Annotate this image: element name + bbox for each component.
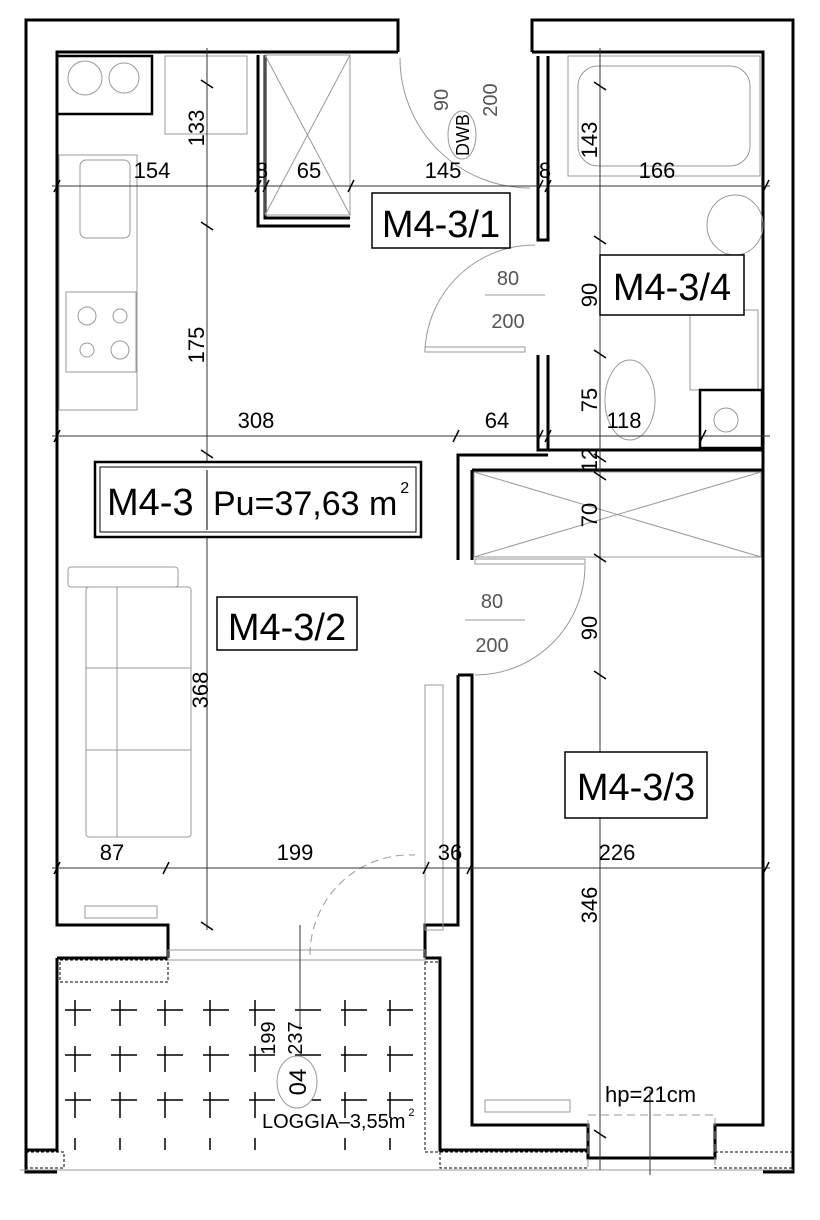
hall-wardrobe-wall — [456, 448, 763, 560]
loggia-walls — [26, 675, 588, 1152]
wardrobe-cross — [264, 54, 351, 216]
kitchen-counter — [58, 154, 138, 411]
apartment-id: M4-3 — [107, 482, 194, 524]
door-leaf-2 — [474, 558, 586, 565]
dim-text: 346 — [577, 887, 602, 924]
hall-wardrobe — [473, 471, 762, 558]
dim-text: 87 — [100, 840, 124, 865]
room-label-m4-3-1: M4-3/1 — [371, 192, 511, 249]
entry-door-label: 90 200 DWB — [431, 83, 502, 160]
dim-text: 175 — [184, 327, 209, 364]
window-width: 199 — [258, 1021, 280, 1054]
radiator-living — [84, 905, 158, 919]
apartment-area-superscript: 2 — [400, 480, 409, 497]
door-label-2: 80 200 — [465, 591, 525, 657]
dim-text: 90 — [577, 283, 602, 307]
dim-text: 64 — [485, 408, 509, 433]
loggia-insulation-right — [424, 961, 440, 1153]
loggia-area-label: LOGGIA–3,55m 2 — [262, 1107, 415, 1133]
wardrobe — [264, 54, 351, 216]
dim-text: 36 — [438, 840, 462, 865]
door-swing-1 — [424, 244, 536, 351]
room-label-m4-3-3: M4-3/3 — [564, 751, 708, 819]
balcony-door-swing — [309, 854, 416, 956]
door-height: 200 — [480, 83, 502, 116]
door-width: 80 — [497, 268, 519, 290]
window-living — [167, 949, 426, 961]
dim-text: 145 — [425, 158, 462, 183]
inner-wall-left — [55, 50, 398, 958]
apartment-area: Pu=37,63 m — [213, 485, 397, 523]
room-label-m4-3-2: M4-3/2 — [216, 596, 358, 651]
dim-text: 154 — [134, 158, 171, 183]
bath-cabinet — [689, 309, 759, 391]
sill-height-label: hp=21cm — [605, 1082, 696, 1107]
dim-text: 199 — [277, 840, 314, 865]
loggia-area-superscript: 2 — [408, 1107, 414, 1119]
outer-wall — [24, 18, 795, 1174]
room-name: M4-3/4 — [613, 267, 731, 309]
radiator-bedroom — [484, 1099, 571, 1113]
inner-wall-right — [458, 50, 765, 1160]
tv-cabinet — [424, 684, 444, 931]
door-width: 90 — [431, 89, 453, 111]
bathtub — [567, 55, 761, 177]
dim-text: 8 — [539, 158, 551, 183]
dim-text: 65 — [297, 158, 321, 183]
shaft — [698, 388, 764, 450]
door-swing-2 — [474, 564, 586, 676]
toilet — [604, 359, 656, 441]
boiler — [55, 54, 154, 116]
door-height: 200 — [475, 635, 508, 657]
facade-insulation-right — [714, 1151, 794, 1169]
room-label-m4-3-4: M4-3/4 — [599, 254, 745, 316]
dim-text: 12 — [577, 448, 602, 472]
dimensions-row-1: 154 8 65 145 8 166 — [134, 158, 676, 183]
room-name: M4-3/3 — [577, 767, 695, 809]
dimensions-row-2: 308 64 118 — [238, 408, 642, 433]
loggia-area: LOGGIA–3,55m — [262, 1111, 405, 1133]
room-name: M4-3/2 — [228, 607, 346, 649]
entry-door-swing — [399, 57, 531, 189]
window-height: 237 — [285, 1021, 307, 1054]
facade-insulation — [439, 1151, 589, 1169]
dim-text: 368 — [188, 672, 213, 709]
door-leaf-1 — [424, 346, 526, 353]
window-bedroom — [587, 1114, 716, 1171]
dim-text: 308 — [238, 408, 275, 433]
dim-text: 90 — [577, 616, 602, 640]
window-code: 04 — [285, 1069, 312, 1096]
washing-machine — [164, 55, 248, 135]
loggia-window-label: 199 237 04 — [258, 1021, 318, 1109]
dim-text: 118 — [606, 408, 641, 433]
hall-wardrobe-cross — [473, 471, 762, 558]
dim-text: 8 — [256, 158, 268, 183]
loggia-insulation-top — [59, 959, 169, 983]
sink — [79, 159, 131, 239]
door-width: 80 — [481, 591, 503, 613]
dimensions-vertical: 133 175 368 143 90 75 12 70 90 346 — [184, 110, 602, 924]
dim-text: 166 — [639, 158, 676, 183]
door-height: 200 — [491, 311, 524, 333]
dim-text: 75 — [577, 388, 602, 412]
dim-text: 143 — [577, 122, 602, 159]
facade-insulation-left — [25, 1151, 65, 1169]
dim-text: 133 — [184, 110, 209, 147]
room-name: M4-3/1 — [382, 204, 500, 246]
dimensions-row-3: 87 199 36 226 — [100, 840, 636, 865]
dim-text: 226 — [599, 840, 636, 865]
cooktop — [65, 291, 137, 373]
loggia-tiles — [65, 1000, 425, 1150]
dim-text: 70 — [577, 503, 602, 527]
door-label-1: 80 200 — [485, 268, 545, 333]
washbasin — [706, 194, 764, 256]
door-code: DWB — [453, 114, 473, 156]
apartment-label: M4-3 Pu=37,63 m 2 — [93, 460, 423, 539]
dimension-ticks — [53, 79, 770, 1139]
sofa — [67, 566, 192, 838]
bathroom-wall — [536, 56, 550, 452]
